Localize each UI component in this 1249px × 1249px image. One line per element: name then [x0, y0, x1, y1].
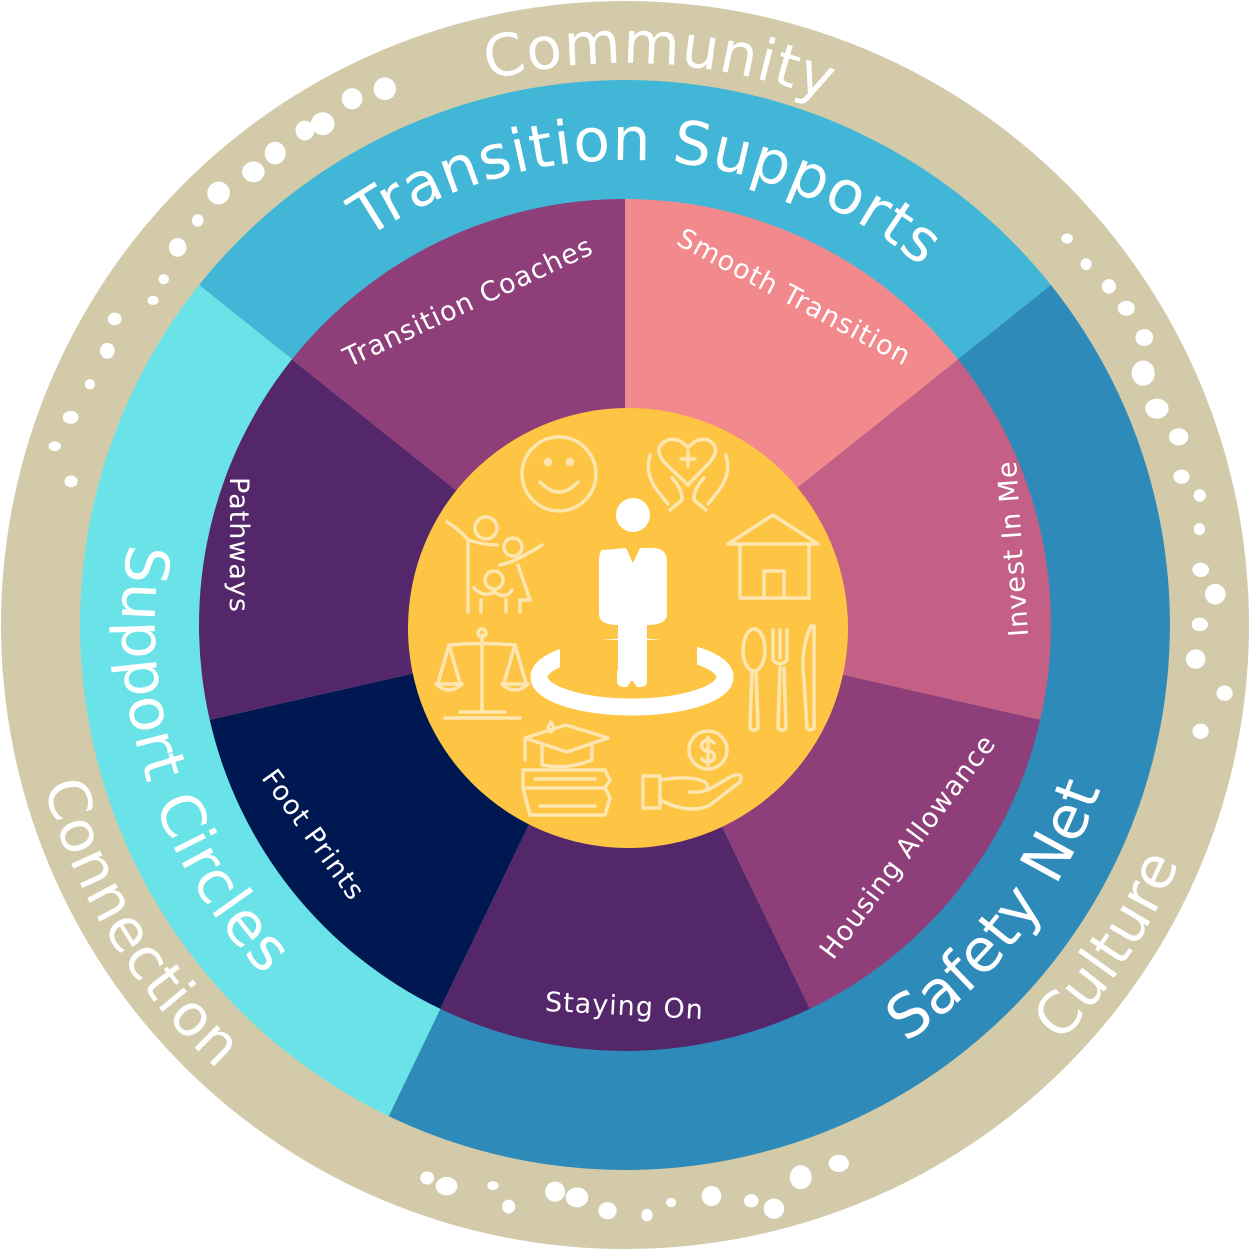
- decorative-dot: [64, 475, 78, 488]
- decorative-dot: [763, 1198, 785, 1219]
- decorative-dot: [565, 1187, 589, 1208]
- decorative-dot: [191, 214, 204, 227]
- decorative-dots: [48, 77, 1233, 1222]
- decorative-dot: [1193, 523, 1205, 536]
- decorative-dot: [641, 1208, 653, 1222]
- family-icon: [445, 515, 544, 614]
- decorative-dot: [1135, 329, 1154, 347]
- decorative-dot: [84, 379, 95, 390]
- decorative-dot: [420, 1171, 435, 1185]
- decorative-dot: [1101, 279, 1116, 294]
- decorative-dot: [666, 1197, 677, 1208]
- decorative-dot: [1061, 233, 1073, 244]
- decorative-dot: [295, 120, 315, 141]
- smiley-icon: [520, 435, 598, 513]
- decorative-dot: [1131, 360, 1155, 386]
- ring-segment-support-circles[interactable]: [80, 285, 443, 1117]
- decorative-dot: [99, 342, 115, 359]
- decorative-dot: [502, 1199, 516, 1214]
- decorative-dot: [1191, 617, 1208, 632]
- decorative-dot: [107, 312, 122, 326]
- ring-segment-safety-net[interactable]: [388, 285, 1170, 1170]
- decorative-dot: [545, 1181, 566, 1202]
- decorative-dot: [62, 410, 79, 424]
- decorative-dot: [310, 112, 335, 136]
- decorative-dot: [1192, 723, 1209, 739]
- house-icon: [726, 513, 820, 600]
- scales-icon: [434, 627, 530, 720]
- decorative-dot: [1173, 469, 1190, 484]
- decorative-dot: [373, 77, 396, 101]
- decorative-dot: [1216, 685, 1233, 701]
- decorative-dot: [789, 1165, 812, 1190]
- decorative-dot: [743, 1194, 759, 1208]
- decorative-dot: [341, 88, 363, 110]
- decorative-dot: [1204, 583, 1226, 605]
- decorative-dot: [435, 1176, 458, 1196]
- decorative-dot: [264, 141, 286, 165]
- decorative-dot: [1080, 258, 1092, 271]
- decorative-dot: [701, 1185, 722, 1207]
- graduation-books-icon: [521, 720, 612, 817]
- decorative-dot: [598, 1202, 617, 1220]
- decorative-dot: [828, 1154, 849, 1172]
- decorative-dot: [147, 295, 159, 305]
- decorative-dot: [1185, 649, 1206, 669]
- decorative-dot: [242, 161, 265, 183]
- decorative-dot: [48, 441, 61, 452]
- ring-segment-transition-supports[interactable]: [199, 80, 1051, 363]
- heart-hands-icon: [646, 437, 730, 512]
- decorative-dot: [158, 274, 169, 285]
- decorative-dot: [168, 237, 187, 257]
- decorative-dot: [487, 1181, 499, 1191]
- decorative-dot: [1145, 398, 1169, 419]
- money-hand-icon: [641, 729, 743, 811]
- cutlery-icon: [741, 624, 816, 732]
- decorative-dot: [1117, 300, 1135, 316]
- person-in-circle-icon: [530, 498, 734, 716]
- decorative-dot: [1192, 562, 1209, 578]
- decorative-dot: [207, 181, 230, 205]
- wedge-label-pathways: Pathways: [223, 477, 254, 613]
- decorative-dot: [1193, 489, 1206, 502]
- decorative-dot: [1168, 428, 1189, 446]
